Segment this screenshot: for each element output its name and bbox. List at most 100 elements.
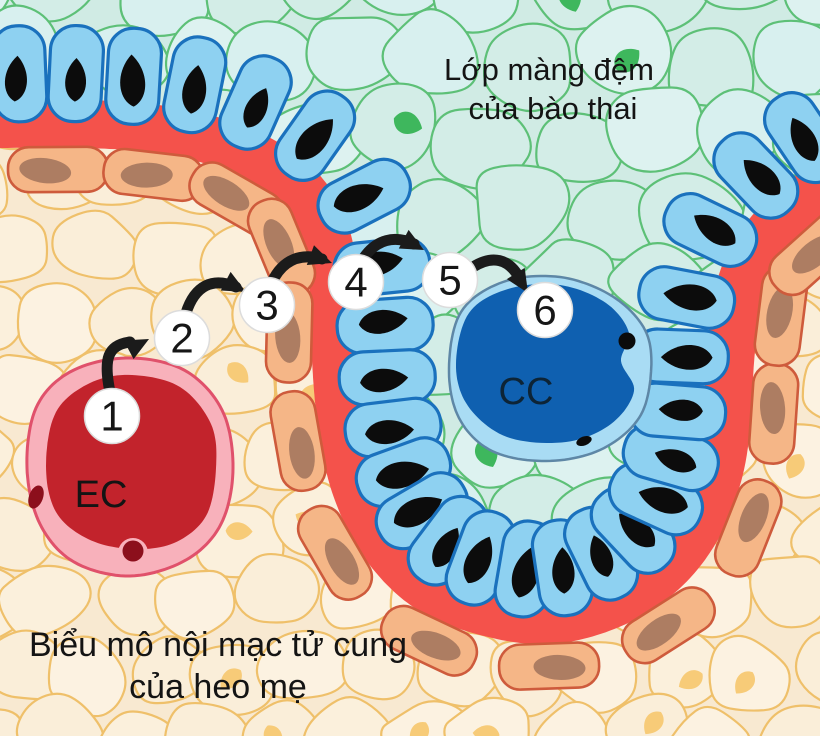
arrowhead-icon: [123, 339, 149, 360]
stroma-cell: [759, 704, 820, 736]
chorion-cell: [119, 0, 210, 38]
stroma-cell-nucleus: [786, 454, 805, 479]
uterine-cell-nucleus: [120, 162, 173, 188]
maternal-label-line1: Biểu mô nội mạc tử cung: [29, 626, 407, 664]
chorion-cell: [605, 86, 706, 173]
uterine-cell-nucleus: [19, 157, 72, 184]
arrowhead-icon: [306, 245, 332, 265]
uterine-cell-nucleus: [533, 654, 586, 680]
migration-arrow-1: [101, 336, 149, 398]
trophoblast-cell-nucleus: [552, 547, 575, 594]
trophoblast-cell-nucleus: [4, 55, 27, 102]
step-marker-1: 1: [83, 387, 141, 445]
stroma-cell: [255, 629, 350, 700]
migration-arrows: [101, 229, 528, 398]
interface-band: [0, 23, 820, 691]
stroma-cell-nucleus: [227, 362, 249, 383]
step-marker-6: 6: [516, 281, 574, 339]
trophoblast-cell: [316, 157, 412, 235]
trophoblast-cell-nucleus: [333, 184, 384, 213]
trophoblast-cell-nucleus: [663, 284, 717, 311]
trophoblast-cell: [630, 327, 730, 386]
trophoblast-cell: [627, 381, 728, 442]
uterine-cell-nucleus: [411, 630, 461, 661]
cc-cell-body: [456, 284, 635, 443]
migration-arrow-5: [467, 254, 528, 293]
cc-dot-bottom: [576, 435, 592, 447]
stroma-cell-nucleus: [220, 668, 242, 689]
uterine-cell-nucleus: [792, 235, 820, 274]
step-number: 5: [438, 257, 461, 304]
trophoblast-cell: [762, 91, 820, 185]
trophoblast-cell: [162, 35, 228, 135]
trophoblast-cell: [0, 24, 49, 124]
apposition-red-zone: [0, 99, 820, 645]
step-marker-2: 2: [153, 309, 211, 367]
fetal-label-line1: Lớp màng đệm: [444, 52, 654, 87]
trophoblast-cell-nucleus: [511, 545, 540, 598]
step-number: 4: [344, 259, 367, 306]
stroma-cell: [604, 692, 690, 736]
uterine-cell-nucleus: [289, 427, 315, 479]
trophoblast-cell: [637, 265, 737, 330]
ec-cell: [25, 356, 235, 578]
chorion-cell: [346, 0, 448, 16]
stroma-cell: [233, 552, 321, 624]
trophoblast-cell-nucleus: [638, 487, 688, 514]
trophoblast-epithelium-row: [0, 23, 820, 619]
stroma-cell: [154, 569, 236, 640]
migration-arrow-3: [266, 245, 332, 288]
step-marker-4: 4: [327, 253, 385, 311]
maternal-label-line2: của heo mẹ: [129, 668, 307, 706]
trophoblast-cell-nucleus: [660, 345, 713, 370]
uterine-cell-nucleus: [203, 175, 250, 211]
stroma-cell: [0, 163, 9, 216]
trophoblast-cell: [589, 486, 677, 575]
ec-dot-left: [28, 485, 44, 509]
trophoblast-cell: [274, 89, 357, 182]
trophoblast-cell-nucleus: [295, 119, 333, 160]
chorion-cell: [432, 0, 520, 34]
trophoblast-cell-nucleus: [790, 117, 819, 161]
chorion-cell: [381, 8, 479, 95]
trophoblast-cell-nucleus: [365, 420, 414, 445]
chorion-cell: [483, 22, 572, 113]
trophoblast-cell-nucleus: [182, 65, 207, 114]
stroma-cell: [303, 696, 392, 736]
stroma-cell: [801, 354, 820, 419]
trophoblast-cell: [621, 423, 720, 493]
trophoblast-cell: [46, 23, 106, 124]
uterine-epithelial-cell: [296, 504, 374, 601]
stroma-cell: [164, 701, 251, 736]
uterine-cell-nucleus: [766, 286, 794, 338]
uterine-epithelium-row: [6, 145, 820, 691]
migration-arrow-4: [357, 229, 424, 265]
stroma-cell-nucleus: [409, 721, 430, 736]
chorion-cell-nucleus: [614, 49, 640, 73]
stroma-cell: [443, 696, 530, 736]
trophoblast-cell-nucleus: [360, 368, 409, 393]
stroma-cell: [16, 282, 98, 364]
stroma-cell-nucleus: [735, 671, 756, 694]
trophoblast-cell-nucleus: [243, 88, 269, 128]
stroma-cell: [188, 643, 275, 717]
uterine-cell-nucleus: [759, 382, 786, 435]
stroma-cell: [0, 214, 49, 284]
cc-cell: [447, 274, 653, 463]
uterine-epithelial-cell: [747, 362, 800, 465]
trophoblast-cell-nucleus: [463, 536, 493, 584]
uterine-epithelial-cell: [497, 641, 601, 691]
uterine-cell-nucleus: [263, 219, 295, 268]
chorion-cell-nucleus: [558, 0, 581, 12]
trophoblast-cell: [104, 26, 164, 126]
uterine-epithelial-cell: [6, 145, 110, 194]
step-number: 6: [533, 287, 556, 334]
trophoblast-cell: [662, 192, 759, 268]
chorion-cell: [276, 0, 364, 21]
cc-label: CC: [499, 371, 554, 413]
chorion-cell: [1, 0, 101, 23]
step-number: 2: [170, 315, 193, 362]
